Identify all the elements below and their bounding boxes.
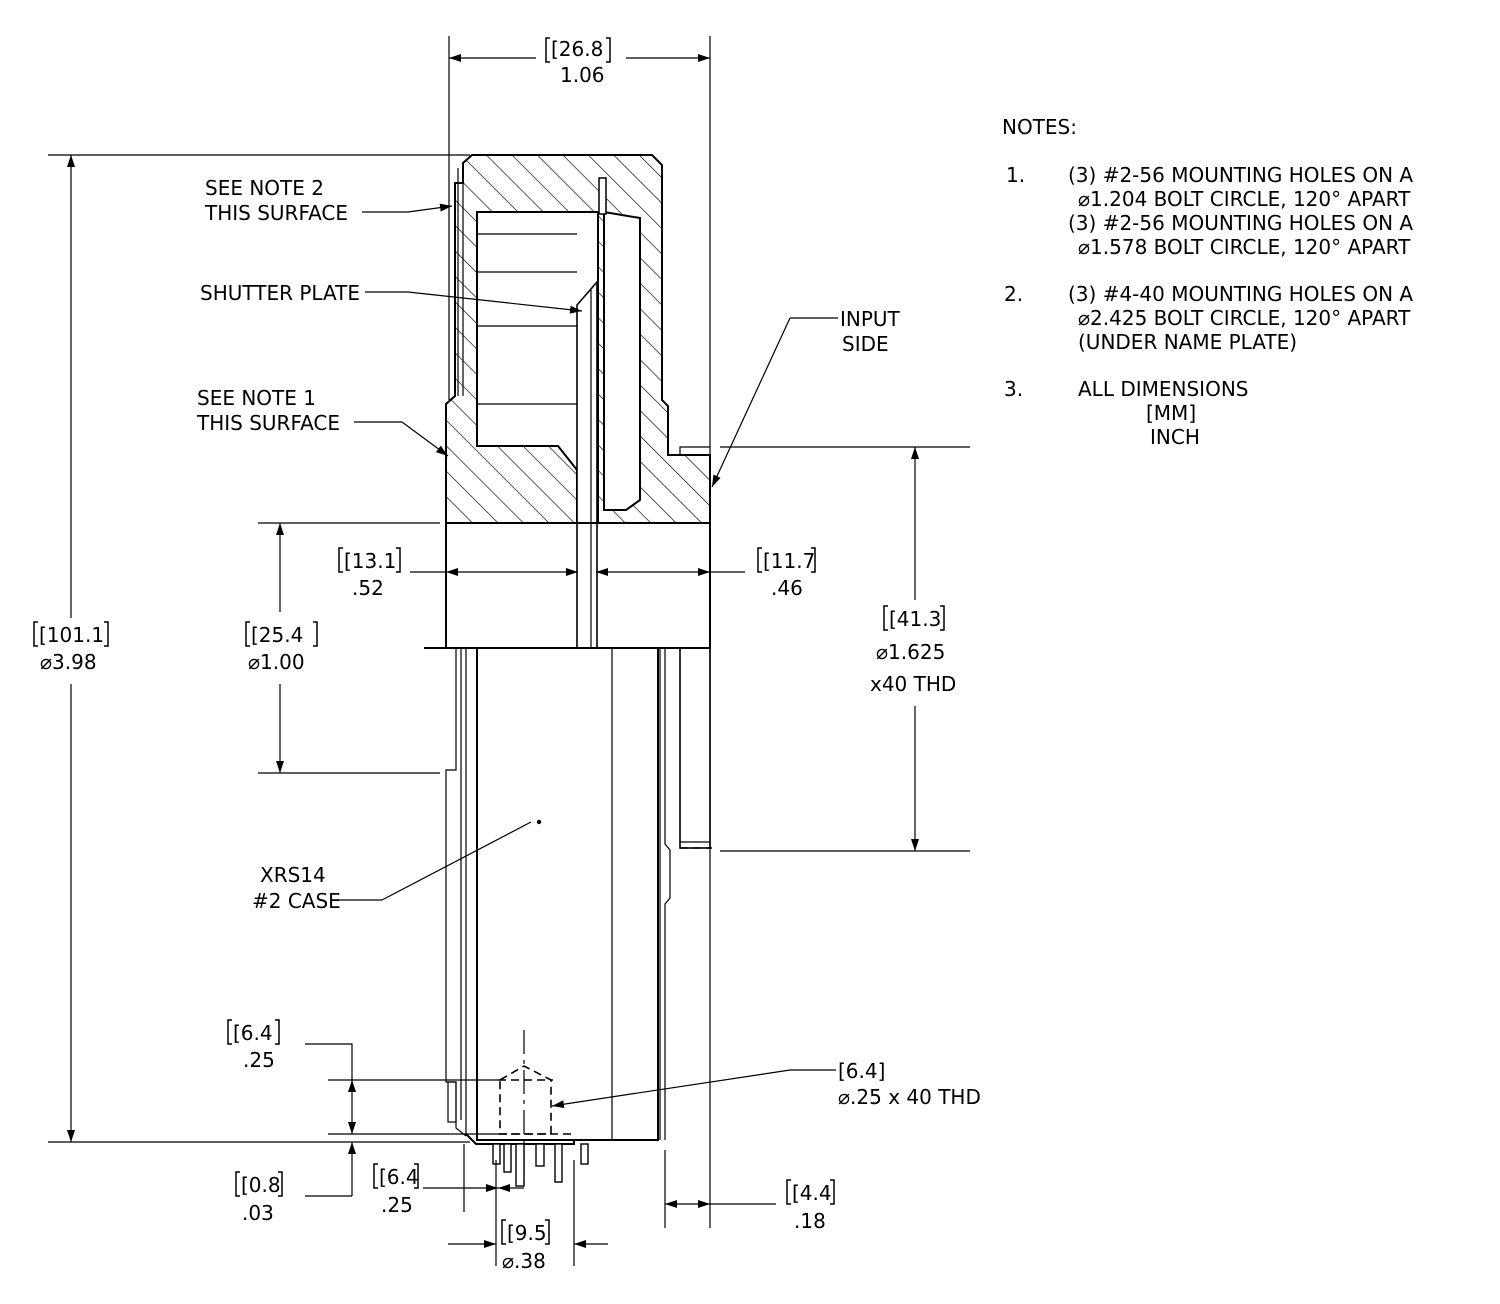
note-3-number: 3. bbox=[1004, 377, 1023, 401]
note-1-number: 1. bbox=[1006, 163, 1025, 187]
pins bbox=[492, 1143, 589, 1187]
callouts: SEE NOTE 2 THIS SURFACE SHUTTER PLATE SE… bbox=[196, 176, 901, 913]
dim-right-offset-inch: .46 bbox=[771, 576, 803, 600]
dim-left-offset-mm: [13.1 bbox=[344, 549, 396, 573]
dimension-labels: [26.8 1.06 [101.1 ⌀3.98 [25.4 ⌀1.00 [13.… bbox=[39, 37, 981, 1273]
mm-brackets bbox=[33, 37, 945, 1245]
dim-hole-thread-mm: [6.4] bbox=[838, 1059, 885, 1083]
dim-pin-circle-mm: [9.5 bbox=[507, 1221, 547, 1245]
dim-pin-spacing-mm: [6.4 bbox=[379, 1165, 419, 1189]
callout-note2-line1: SEE NOTE 2 bbox=[205, 176, 324, 200]
note-2-line3: (UNDER NAME PLATE) bbox=[1078, 330, 1297, 354]
dim-top-width-mm: [26.8 bbox=[551, 37, 603, 61]
dim-overall-height-mm: [101.1 bbox=[39, 623, 104, 647]
dim-hole-thread-spec: ⌀.25 x 40 THD bbox=[838, 1085, 981, 1109]
callout-note1-line2: THIS SURFACE bbox=[196, 411, 340, 435]
dim-side-step-mm: [4.4 bbox=[792, 1181, 832, 1205]
callout-case-line2: #2 CASE bbox=[252, 889, 341, 913]
dim-right-offset-mm: [11.7 bbox=[763, 549, 815, 573]
shutter-plate bbox=[576, 279, 598, 649]
dim-left-offset-inch: .52 bbox=[352, 576, 384, 600]
callout-case-line1: XRS14 bbox=[260, 863, 326, 887]
dim-pin-depth-inch: .25 bbox=[243, 1048, 275, 1072]
dim-pin-circle-inch: ⌀.38 bbox=[502, 1249, 546, 1273]
dim-pin-spacing-inch: .25 bbox=[381, 1193, 413, 1217]
callout-note2-line2: THIS SURFACE bbox=[204, 201, 348, 225]
dim-side-step-inch: .18 bbox=[794, 1209, 826, 1233]
note-1-line4: ⌀1.578 BOLT CIRCLE, 120° APART bbox=[1078, 235, 1411, 259]
dim-body-diameter-mm: [25.4 bbox=[251, 623, 303, 647]
note-3-line1: ALL DIMENSIONS bbox=[1078, 377, 1248, 401]
dim-overall-height-inch: ⌀3.98 bbox=[40, 650, 97, 674]
note-2-line2: ⌀2.425 BOLT CIRCLE, 120° APART bbox=[1078, 306, 1411, 330]
dim-body-diameter-inch: ⌀1.00 bbox=[248, 650, 305, 674]
callout-note1-line1: SEE NOTE 1 bbox=[197, 386, 316, 410]
note-2-number: 2. bbox=[1004, 282, 1023, 306]
note-1-line2: ⌀1.204 BOLT CIRCLE, 120° APART bbox=[1078, 187, 1411, 211]
notes-block: NOTES: 1. (3) #2-56 MOUNTING HOLES ON A … bbox=[1002, 115, 1413, 449]
callout-input-line2: SIDE bbox=[842, 332, 889, 356]
note-3-line3: INCH bbox=[1150, 425, 1200, 449]
note-1-line3: (3) #2-56 MOUNTING HOLES ON A bbox=[1068, 211, 1413, 235]
dim-pin-gap-inch: .03 bbox=[242, 1201, 274, 1225]
callout-input-line1: INPUT bbox=[840, 307, 901, 331]
dim-thread-mm: [41.3 bbox=[889, 607, 941, 631]
notes-title: NOTES: bbox=[1002, 115, 1077, 139]
dim-thread-spec: x40 THD bbox=[870, 672, 956, 696]
dim-thread-inch: ⌀1.625 bbox=[876, 640, 945, 664]
case-body bbox=[445, 647, 712, 1145]
callout-shutter-plate: SHUTTER PLATE bbox=[200, 281, 360, 305]
dim-top-width-inch: 1.06 bbox=[560, 63, 605, 87]
note-3-line2: [MM] bbox=[1146, 401, 1196, 425]
dim-pin-depth-mm: [6.4 bbox=[233, 1021, 273, 1045]
case-center-point bbox=[536, 819, 542, 825]
collar bbox=[424, 522, 711, 649]
note-2-line1: (3) #4-40 MOUNTING HOLES ON A bbox=[1068, 282, 1413, 306]
note-1-line1: (3) #2-56 MOUNTING HOLES ON A bbox=[1068, 163, 1413, 187]
dim-pin-gap-mm: [0.8 bbox=[241, 1173, 281, 1197]
dimension-lines bbox=[48, 36, 970, 1266]
